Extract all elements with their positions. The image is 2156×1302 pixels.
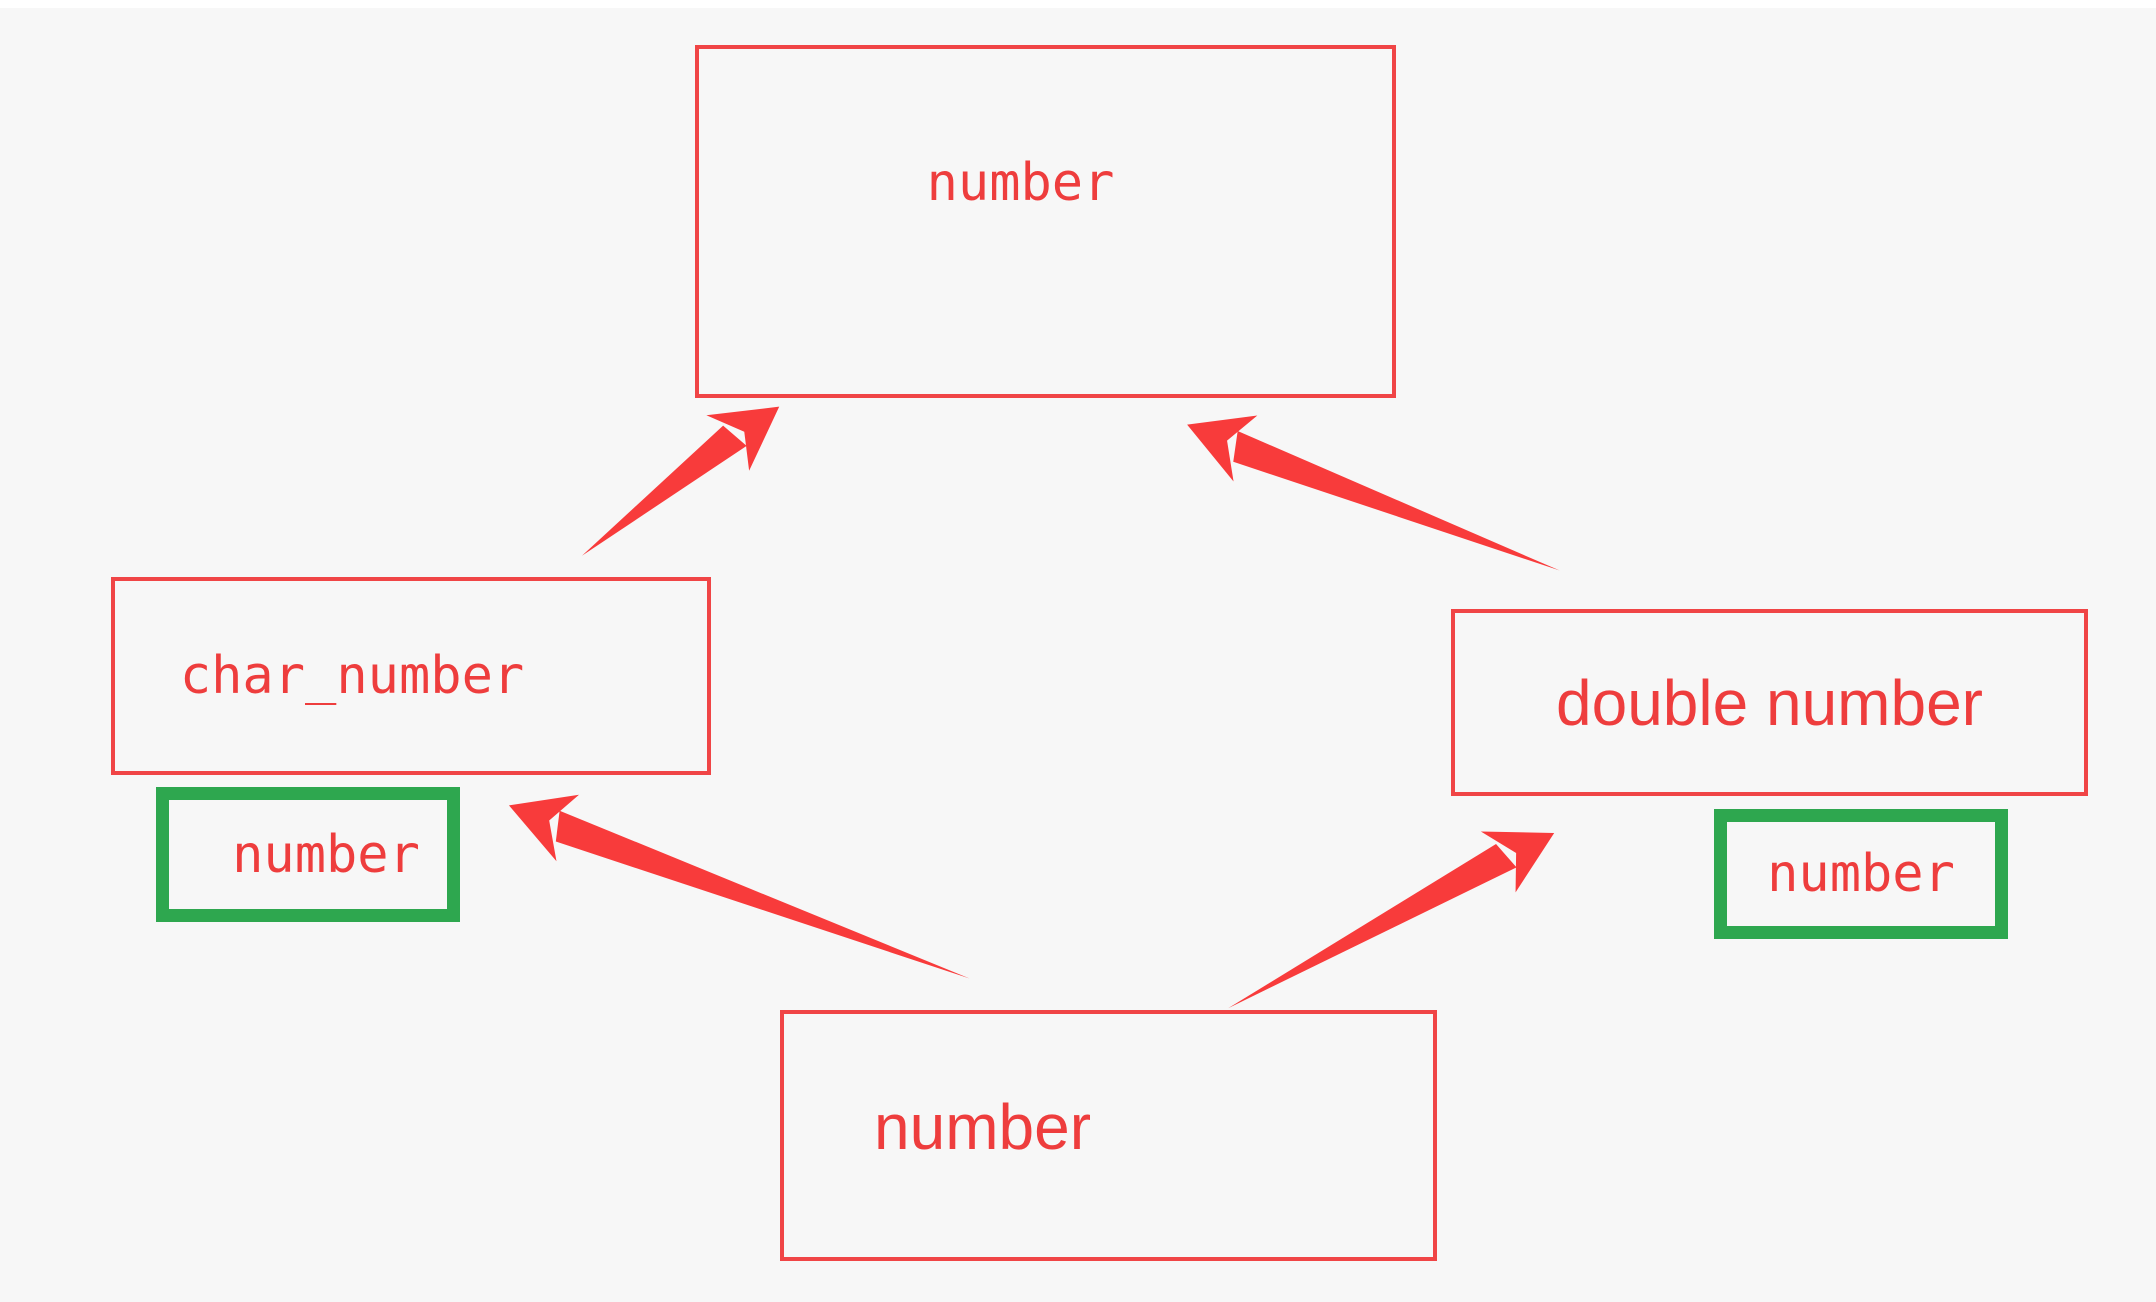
badge-number-right-label: number: [1767, 844, 1955, 904]
badge-number-left: number: [156, 787, 460, 922]
badge-number-left-label: number: [232, 824, 420, 885]
top-white-strip: [0, 0, 2156, 8]
badge-number-right: number: [1714, 809, 2008, 939]
node-double-number: double number: [1451, 609, 2088, 796]
arrow-char-number-to-number: [581, 406, 780, 556]
node-number-bottom-label: number: [874, 1090, 1091, 1163]
node-char-number-label: char_number: [179, 646, 525, 706]
node-char-number: char_number: [111, 577, 711, 775]
node-double-number-label: double number: [1556, 666, 1983, 739]
arrow-number-to-char-number: [508, 794, 970, 979]
arrow-double-number-to-number: [1187, 415, 1560, 571]
node-number-top-label: number: [926, 152, 1115, 213]
node-number-bottom: number: [780, 1010, 1437, 1261]
node-number-top: number: [695, 45, 1396, 398]
